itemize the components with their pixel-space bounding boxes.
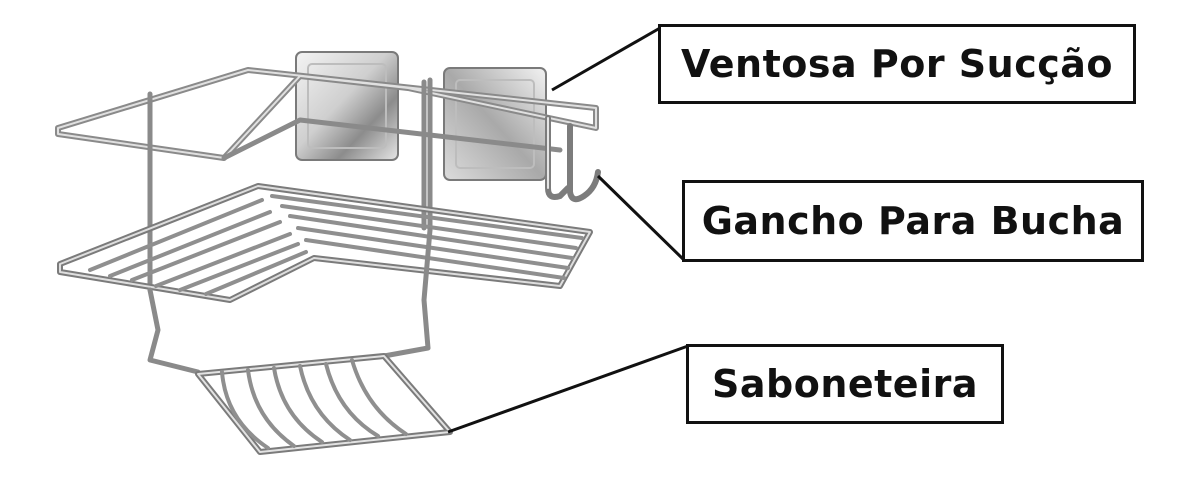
top-rail bbox=[55, 67, 599, 161]
corner-basket bbox=[57, 183, 593, 303]
suction-cup-left bbox=[295, 51, 399, 161]
callout-line-hook bbox=[596, 174, 686, 262]
label-hook: Gancho Para Bucha bbox=[682, 180, 1144, 262]
callout-lines bbox=[447, 26, 689, 434]
soap-dish-supports bbox=[147, 227, 433, 375]
soap-dish bbox=[195, 353, 453, 455]
hooks bbox=[545, 115, 601, 203]
label-soap-dish: Saboneteira bbox=[686, 344, 1004, 424]
label-suction-cup: Ventosa Por Sucção bbox=[658, 24, 1136, 104]
callout-line-suction bbox=[551, 26, 661, 92]
suction-cup-right bbox=[443, 67, 547, 181]
frame-posts bbox=[147, 77, 433, 293]
callout-line-soap-dish bbox=[447, 344, 689, 434]
